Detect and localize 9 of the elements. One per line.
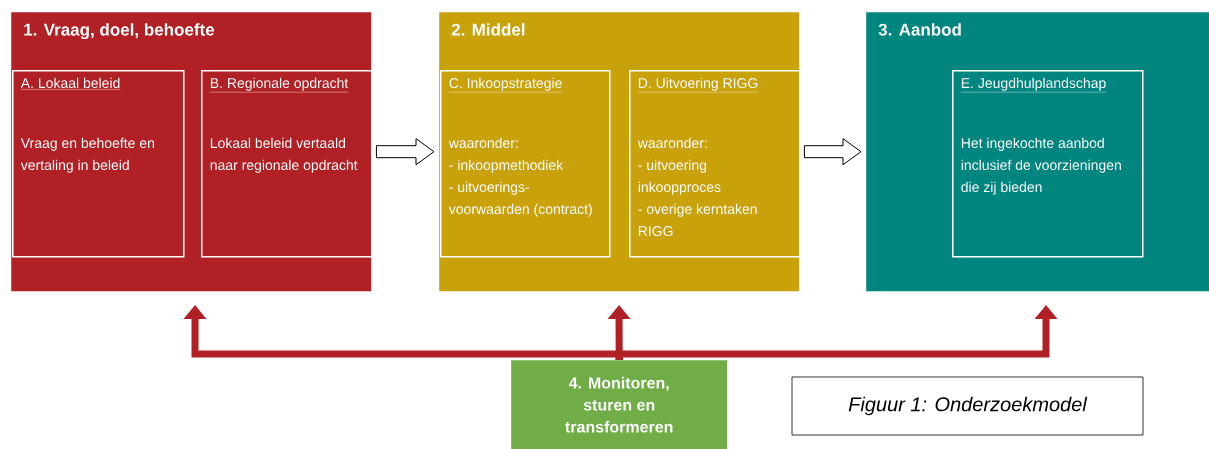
text-box: E. Jeugdhulplandschap Het ingekochte aanbod inclusief de voorzieningen die zij bieden <box>952 70 1144 258</box>
text-box: C. Inkoopstrategie waaronder: - inkoopmethodiek - uitvoerings-voorwaarden (contract) <box>440 70 611 258</box>
process-box: 4. Monitoren, sturen en transformeren <box>511 360 728 449</box>
block-arrow <box>375 138 435 166</box>
caption-box: Figuur 1: Onderzoekmodel <box>791 376 1144 436</box>
text-box: A. Lokaal beleid Vraag en behoefte en vertaling in beleid <box>12 70 185 258</box>
block-arrow <box>803 138 862 166</box>
text-box: D. Uitvoering RIGG waaronder: - uitvoering inkoopproces - overige kerntaken RIGG <box>629 70 801 258</box>
text-box: B. Regionale opdracht Lokaal beleid vertaald naar regionale opdracht <box>201 70 373 258</box>
